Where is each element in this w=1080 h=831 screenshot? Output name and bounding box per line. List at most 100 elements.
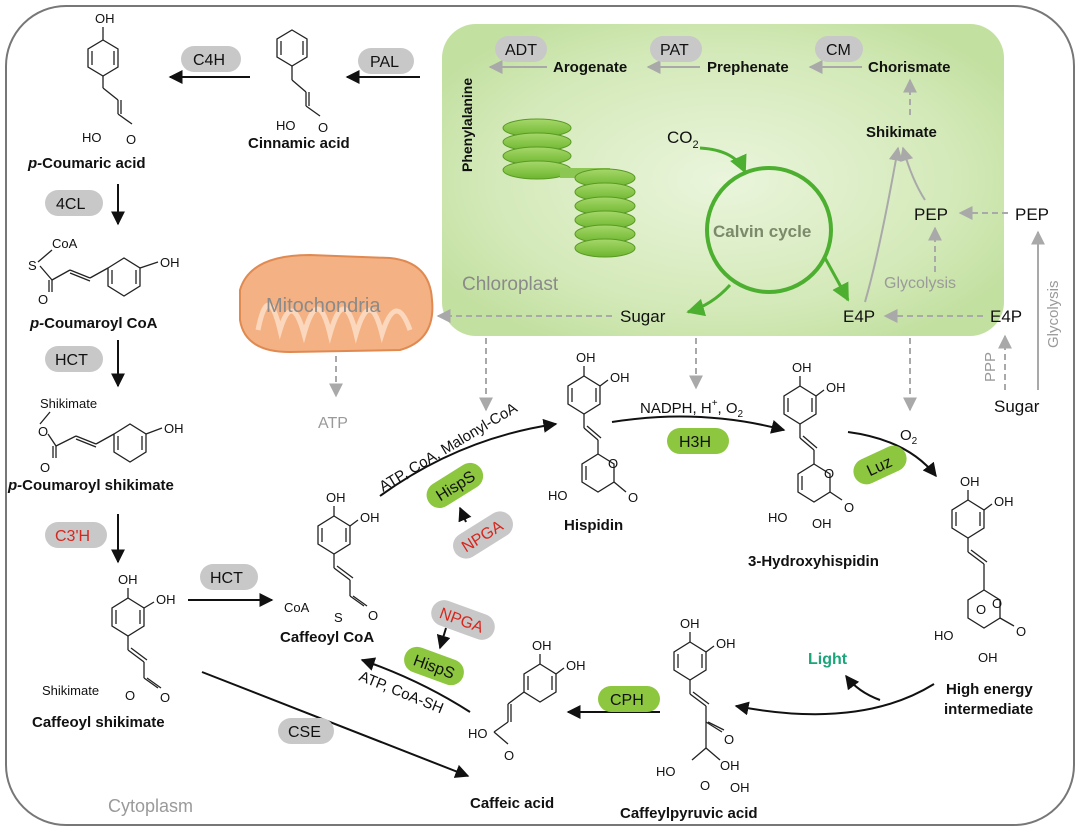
pal-enzyme: PAL xyxy=(358,48,414,74)
pep-to-shikimate-arrow xyxy=(899,146,926,201)
pep-chloroplast-label: PEP xyxy=(914,205,948,224)
h3h-arrow xyxy=(611,415,786,434)
svg-text:HO: HO xyxy=(934,628,954,643)
svg-text:O: O xyxy=(724,732,734,747)
h3h-enzyme: H3H xyxy=(667,428,729,454)
hispidin-label: Hispidin xyxy=(564,517,623,534)
cytoplasm-label: Cytoplasm xyxy=(108,796,193,816)
svg-text:CM: CM xyxy=(826,42,851,59)
p-coumaroyl-shikimate-label: p-Coumaroyl shikimate xyxy=(7,477,174,494)
p-coumaric-acid-label: p-Coumaric acid xyxy=(27,155,146,172)
svg-text:Shikimate: Shikimate xyxy=(42,683,99,698)
svg-text:O: O xyxy=(628,490,638,505)
e4p-chloroplast-label: E4P xyxy=(843,307,875,326)
svg-text:HO: HO xyxy=(468,726,488,741)
p-coumaric-acid-structure: OH HO O xyxy=(82,11,136,147)
pep-outside-label: PEP xyxy=(1015,205,1049,224)
cinnamic-acid-label: Cinnamic acid xyxy=(248,135,350,152)
svg-text:OH: OH xyxy=(160,255,180,270)
caffeic-acid-structure: OH OH HO O xyxy=(468,638,586,763)
sugar-chloroplast-label: Sugar xyxy=(620,307,666,326)
svg-text:HCT: HCT xyxy=(210,570,243,587)
svg-text:OH: OH xyxy=(95,11,115,26)
calvin-to-e4p-arrow xyxy=(823,257,850,302)
svg-text:O: O xyxy=(504,748,514,763)
4cl-enzyme: 4CL xyxy=(45,190,103,216)
svg-text:OH: OH xyxy=(720,758,740,773)
svg-text:Shikimate: Shikimate xyxy=(40,396,97,411)
svg-text:O: O xyxy=(38,424,48,439)
thylakoid-stack-2 xyxy=(574,168,636,258)
svg-text:OH: OH xyxy=(680,616,700,631)
arogenate-label: Arogenate xyxy=(553,59,627,76)
calvin-to-sugar-arrow xyxy=(686,283,732,317)
svg-text:HO: HO xyxy=(768,510,788,525)
ppp-label: PPP xyxy=(982,352,999,382)
c4h-enzyme: C4H xyxy=(181,46,241,72)
svg-text:OH: OH xyxy=(118,572,138,587)
svg-text:OH: OH xyxy=(812,516,832,531)
svg-text:CSE: CSE xyxy=(288,724,321,741)
light-label: Light xyxy=(808,651,848,668)
3-hydroxyhispidin-structure: OH OH O O HO OH xyxy=(768,360,854,531)
luz-o2-label: O2 xyxy=(900,427,918,447)
caffeoyl-coa-structure: OH OH CoA S O xyxy=(284,490,380,625)
3-hydroxyhispidin-label: 3-Hydroxyhispidin xyxy=(748,553,879,570)
svg-text:O: O xyxy=(40,460,50,475)
pat-enzyme: PAT xyxy=(650,36,702,62)
svg-text:O: O xyxy=(38,292,48,307)
npga-to-hisps-arrow-1 xyxy=(458,506,472,523)
svg-text:OH: OH xyxy=(792,360,812,375)
thylakoid-stack-1 xyxy=(502,118,572,180)
c3h-enzyme: C3'H xyxy=(45,522,107,548)
glycolysis-outside-label: Glycolysis xyxy=(1045,280,1062,348)
svg-text:S: S xyxy=(28,258,37,273)
svg-text:ADT: ADT xyxy=(505,42,537,59)
chloroplast: Chloroplast Calvin cycle CO2 Sugar E4P P… xyxy=(442,24,1004,336)
svg-text:CoA: CoA xyxy=(52,236,78,251)
svg-text:HCT: HCT xyxy=(55,352,88,369)
hct-enzyme-1: HCT xyxy=(45,346,103,372)
svg-text:C3'H: C3'H xyxy=(55,528,90,545)
svg-text:O: O xyxy=(160,690,170,705)
cse-enzyme: CSE xyxy=(278,718,334,744)
caffeoyl-shikimate-structure: OH OH Shikimate O O xyxy=(42,572,176,705)
cinnamic-acid-structure: HO O xyxy=(276,29,328,135)
cph-enzyme: CPH xyxy=(598,686,660,712)
svg-text:OH: OH xyxy=(716,636,736,651)
e4p-to-shikimate-arrow xyxy=(864,146,903,303)
hisps-reverse-arrow xyxy=(360,657,471,713)
svg-text:O: O xyxy=(992,596,1002,611)
svg-text:HO: HO xyxy=(656,764,676,779)
caffeylpyruvic-acid-label: Caffeylpyruvic acid xyxy=(620,805,758,822)
svg-text:O: O xyxy=(318,120,328,135)
svg-text:OH: OH xyxy=(610,370,630,385)
adt-enzyme: ADT xyxy=(495,36,547,62)
svg-text:OH: OH xyxy=(576,350,596,365)
calvin-cycle-label: Calvin cycle xyxy=(713,222,811,241)
glycolysis-chloroplast-label: Glycolysis xyxy=(884,275,956,292)
decay-arrow xyxy=(734,683,935,716)
svg-text:HO: HO xyxy=(276,118,296,133)
mitochondria-label: Mitochondria xyxy=(266,295,381,317)
atp-label: ATP xyxy=(318,415,348,432)
svg-text:O: O xyxy=(125,688,135,703)
p-coumaroyl-shikimate-structure: Shikimate O O OH xyxy=(38,396,184,475)
svg-text:4CL: 4CL xyxy=(56,196,85,213)
high-energy-label-1: High energy xyxy=(946,681,1033,698)
svg-text:OH: OH xyxy=(360,510,380,525)
caffeic-acid-label: Caffeic acid xyxy=(470,795,554,812)
chorismate-label: Chorismate xyxy=(868,59,951,76)
cse-arrow xyxy=(201,671,470,778)
svg-text:CPH: CPH xyxy=(610,692,644,709)
svg-text:PAT: PAT xyxy=(660,42,689,59)
svg-text:OH: OH xyxy=(156,592,176,607)
high-energy-intermediate-structure: OH OH O O O HO OH xyxy=(934,474,1026,665)
svg-text:C4H: C4H xyxy=(193,52,225,69)
hispidin-structure: OH OH O O HO xyxy=(548,350,638,505)
luz-arrow xyxy=(847,431,937,478)
svg-text:OH: OH xyxy=(960,474,980,489)
sugar-outside-label: Sugar xyxy=(994,397,1040,416)
hct-enzyme-2: HCT xyxy=(200,564,258,590)
